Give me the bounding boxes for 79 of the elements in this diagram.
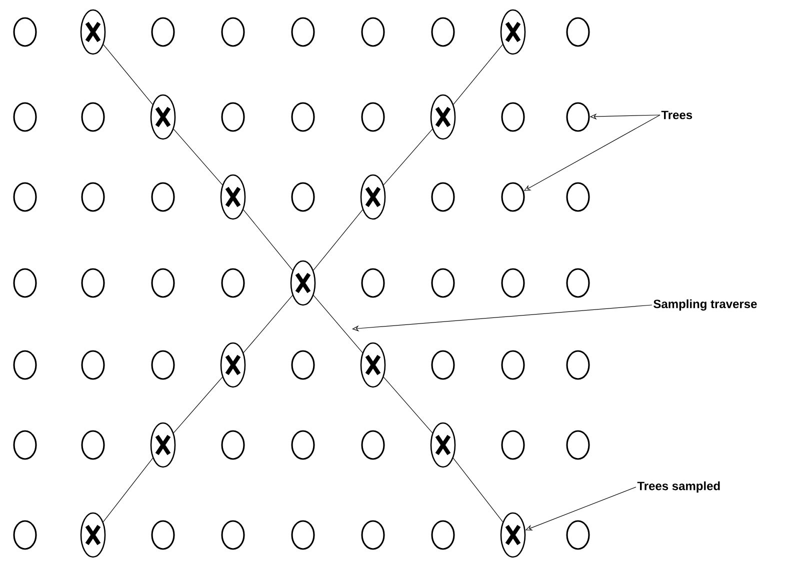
sampled-tree	[80, 9, 106, 55]
tree-circle	[221, 17, 245, 47]
tree-circle	[501, 102, 525, 132]
tree-circle	[13, 350, 37, 380]
sampled-tree	[80, 512, 106, 558]
callout-label: Trees sampled	[637, 481, 720, 493]
tree-circle	[151, 520, 175, 550]
tree-circle	[566, 182, 590, 212]
traverse-line	[243, 210, 293, 270]
leader-line	[352, 304, 652, 332]
tree-circle	[221, 430, 245, 460]
tree-circle	[151, 268, 175, 298]
tree-circle	[81, 350, 105, 380]
tree-circle	[431, 182, 455, 212]
sampled-tree	[430, 422, 456, 468]
tree-circle	[431, 268, 455, 298]
tree-circle	[501, 268, 525, 298]
tree-circle	[291, 17, 315, 47]
tree-circle	[566, 520, 590, 550]
tree-circle	[431, 520, 455, 550]
tree-circle	[566, 102, 590, 132]
traverse-line	[453, 44, 503, 105]
tree-circle	[431, 17, 455, 47]
traverse-line	[102, 458, 154, 522]
tree-circle	[291, 350, 315, 380]
tree-circle	[291, 182, 315, 212]
tree-circle	[361, 520, 385, 550]
tree-circle	[361, 102, 385, 132]
sampled-tree	[500, 512, 526, 558]
tree-circle	[221, 102, 245, 132]
tree-circle	[221, 268, 245, 298]
sampled-tree	[220, 342, 246, 388]
traverse-line	[383, 128, 433, 186]
tree-circle	[291, 520, 315, 550]
sampled-tree	[290, 260, 316, 306]
tree-circle	[566, 430, 590, 460]
traverse-line	[313, 210, 363, 270]
tree-circle	[431, 350, 455, 380]
tree-circle	[291, 102, 315, 132]
traverse-line	[313, 295, 363, 353]
tree-circle	[566, 17, 590, 47]
tree-circle	[221, 520, 245, 550]
traverse-line	[243, 295, 293, 353]
tree-circle	[361, 268, 385, 298]
callout-label: Sampling traverse	[654, 299, 757, 311]
tree-circle	[566, 350, 590, 380]
tree-circle	[361, 17, 385, 47]
sampled-tree	[150, 422, 176, 468]
traverse-line	[383, 376, 433, 434]
traverse-line	[173, 128, 223, 186]
tree-circle	[81, 268, 105, 298]
sampled-tree	[150, 94, 176, 140]
tree-circle	[151, 17, 175, 47]
tree-circle	[566, 268, 590, 298]
tree-circle	[13, 268, 37, 298]
tree-circle	[501, 182, 525, 212]
tree-circle	[501, 350, 525, 380]
sampled-tree	[500, 9, 526, 55]
sampled-tree	[430, 94, 456, 140]
tree-circle	[151, 182, 175, 212]
callout-label: Trees	[661, 110, 692, 120]
tree-circle	[151, 350, 175, 380]
sampled-tree	[220, 174, 246, 220]
tree-circle	[13, 17, 37, 47]
tree-circle	[13, 102, 37, 132]
tree-circle	[81, 182, 105, 212]
sampled-tree	[360, 174, 386, 220]
tree-circle	[81, 102, 105, 132]
tree-circle	[501, 430, 525, 460]
tree-circle	[13, 520, 37, 550]
tree-circle	[361, 430, 385, 460]
traverse-line	[103, 44, 153, 105]
traverse-line	[173, 376, 223, 434]
sampled-tree	[360, 342, 386, 388]
tree-circle	[291, 430, 315, 460]
tree-circle	[81, 430, 105, 460]
tree-circle	[13, 182, 37, 212]
tree-circle	[13, 430, 37, 460]
traverse-line	[452, 458, 504, 522]
